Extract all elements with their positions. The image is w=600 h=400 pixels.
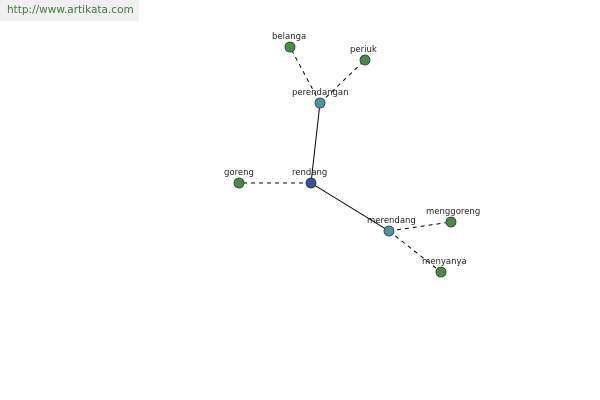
node-periuk[interactable] xyxy=(359,54,371,66)
source-url-banner: http://www.artikata.com xyxy=(0,0,139,21)
edge-merendang-menggoreng xyxy=(388,221,452,232)
source-url-link[interactable]: http://www.artikata.com xyxy=(7,4,134,16)
node-label-belanga[interactable]: belanga xyxy=(272,32,306,42)
nodes-layer xyxy=(233,41,457,278)
labels-layer: rendang perendangan merendang goreng belanga… xyxy=(224,32,480,267)
node-merendang[interactable] xyxy=(383,225,395,237)
node-label-perendangan[interactable]: perendangan xyxy=(292,88,349,98)
edge-rendang-perendangan xyxy=(310,102,321,184)
node-label-periuk[interactable]: periuk xyxy=(350,45,377,55)
node-label-menyanya[interactable]: menyanya xyxy=(422,257,467,267)
node-label-merendang[interactable]: merendang xyxy=(367,216,416,226)
edge-rendang-merendang xyxy=(310,182,390,232)
edge-merendang-menyanya xyxy=(388,230,442,273)
node-menyanya[interactable] xyxy=(435,266,447,278)
node-perendangan[interactable] xyxy=(314,97,326,109)
node-label-goreng[interactable]: goreng xyxy=(224,168,254,178)
node-label-rendang[interactable]: rendang xyxy=(292,168,327,178)
edge-perendangan-periuk xyxy=(319,59,366,104)
node-belanga[interactable] xyxy=(284,41,296,53)
edge-perendangan-belanga xyxy=(289,46,321,104)
node-goreng[interactable] xyxy=(233,177,245,189)
edges-layer xyxy=(239,46,452,273)
node-label-menggoreng[interactable]: menggoreng xyxy=(426,207,480,217)
node-rendang[interactable] xyxy=(305,177,317,189)
node-menggoreng[interactable] xyxy=(445,216,457,228)
